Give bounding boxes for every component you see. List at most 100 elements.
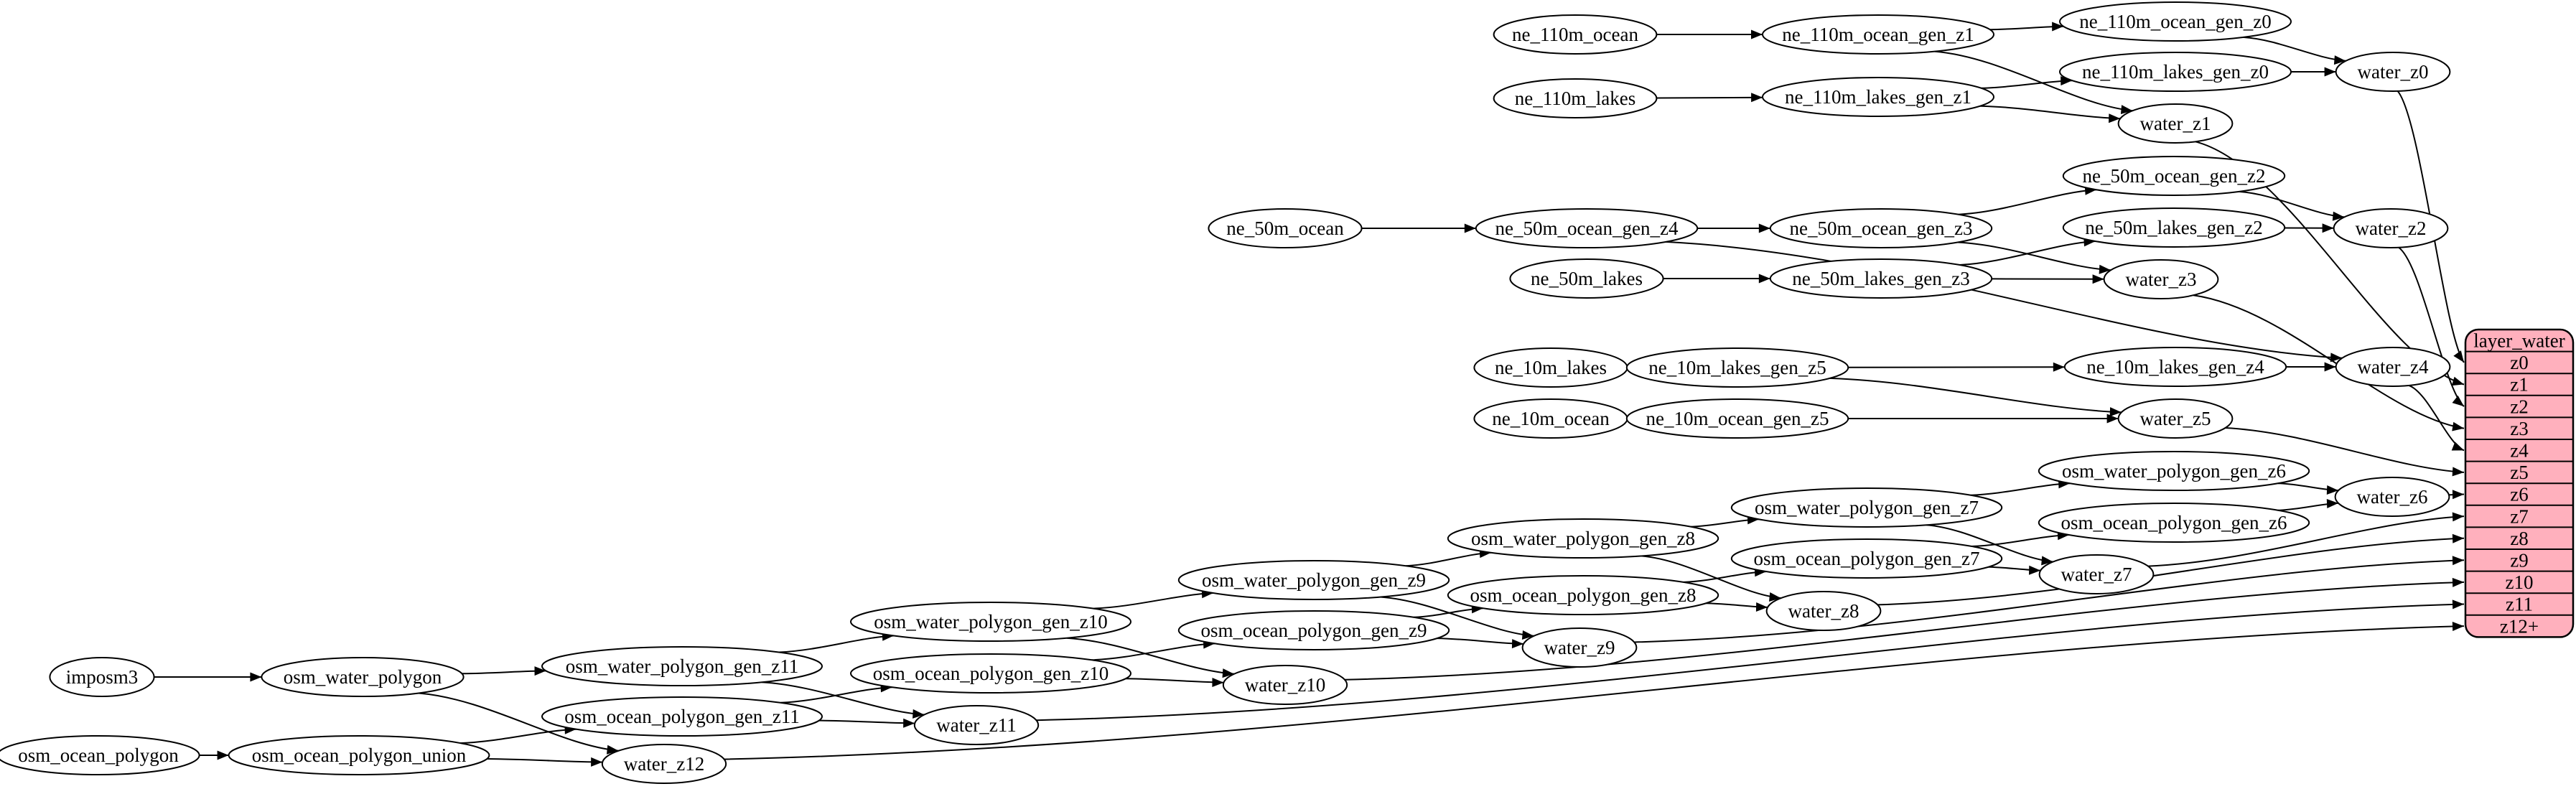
node-label: osm_water_polygon_gen_z10 (874, 611, 1107, 632)
record-row-z0: z0 (2510, 352, 2528, 373)
node-label: ne_10m_ocean (1492, 408, 1610, 429)
arrowhead-icon (2452, 512, 2464, 522)
node-label: water_z1 (2140, 113, 2211, 134)
node-osm_ocean_polygon_gen_z11: osm_ocean_polygon_gen_z11 (541, 696, 823, 737)
arrowhead-icon (2452, 396, 2464, 407)
node-ne_50m_ocean_gen_z2: ne_50m_ocean_gen_z2 (2062, 156, 2286, 196)
node-label: osm_ocean_polygon_union (252, 744, 467, 766)
edge (1405, 551, 1492, 567)
arrowhead-icon (217, 750, 229, 760)
node-osm_ocean_polygon_gen_z9: osm_ocean_polygon_gen_z9 (1177, 610, 1450, 650)
node-imposm3: imposm3 (49, 657, 155, 697)
arrowhead-icon (2322, 223, 2334, 233)
node-ellipse (1769, 208, 1993, 248)
node-water_z8: water_z8 (1765, 591, 1882, 631)
arrowhead-icon (2109, 407, 2122, 417)
node-ellipse (2333, 208, 2449, 248)
node-label: osm_water_polygon_gen_z7 (1755, 497, 1979, 518)
node-label: water_z0 (2358, 61, 2429, 83)
node-label: ne_50m_lakes (1531, 268, 1643, 289)
node-ellipse (2038, 451, 2310, 491)
edge (2225, 427, 2465, 473)
edge (780, 686, 892, 704)
edge (487, 758, 603, 763)
node-ellipse (1447, 575, 1719, 615)
edge (1877, 537, 2465, 606)
edge (724, 625, 2465, 760)
node-label: water_z3 (2126, 269, 2197, 290)
edge (2147, 515, 2465, 567)
arrowhead-icon (2061, 76, 2073, 86)
record-row-z7: z7 (2510, 505, 2528, 527)
node-ellipse (1730, 538, 2003, 579)
edge (1437, 638, 1524, 645)
arrowhead-icon (2330, 353, 2343, 363)
edge (1641, 555, 1781, 599)
edge (1959, 241, 2096, 266)
node-label: osm_water_polygon_gen_z11 (566, 655, 798, 677)
node-label: osm_ocean_polygon_gen_z7 (1754, 548, 1980, 569)
node-ellipse (2063, 347, 2287, 387)
arrowhead-icon (2099, 264, 2111, 274)
node-ne_50m_lakes_gen_z3: ne_50m_lakes_gen_z3 (1769, 258, 1993, 299)
record-row-z11: z11 (2506, 594, 2533, 615)
node-ne_50m_ocean_gen_z4: ne_50m_ocean_gen_z4 (1475, 208, 1699, 248)
node-ellipse (1625, 347, 1849, 388)
node-ellipse (850, 602, 1131, 642)
node-label: osm_water_polygon_gen_z6 (2062, 460, 2286, 482)
node-ellipse (1447, 518, 1719, 559)
node-label: ne_50m_ocean_gen_z3 (1790, 218, 1973, 239)
edge (818, 719, 915, 724)
node-water_z7: water_z7 (2038, 554, 2155, 594)
node-osm_ocean_polygon_gen_z10: osm_ocean_polygon_gen_z10 (850, 653, 1131, 694)
node-osm_water_polygon_gen_z6: osm_water_polygon_gen_z6 (2038, 451, 2310, 491)
node-ellipse (2117, 398, 2234, 439)
node-ellipse (2117, 103, 2234, 144)
node-osm_ocean_polygon_gen_z8: osm_ocean_polygon_gen_z8 (1447, 575, 1719, 615)
arrowhead-icon (1521, 630, 1534, 640)
node-label: ne_110m_lakes_gen_z1 (1785, 86, 1971, 108)
node-ne_110m_lakes_gen_z0: ne_110m_lakes_gen_z0 (2059, 52, 2292, 92)
node-label: water_z9 (1544, 637, 1615, 658)
node-label: osm_water_polygon_gen_z9 (1202, 569, 1426, 591)
node-ellipse (913, 705, 1040, 745)
node-ellipse (261, 657, 465, 697)
node-ne_50m_lakes_gen_z2: ne_50m_lakes_gen_z2 (2062, 207, 2286, 248)
arrowhead-icon (2324, 362, 2336, 372)
edge (1926, 524, 2053, 563)
node-ellipse (1762, 77, 1994, 117)
node-osm_ocean_polygon_union: osm_ocean_polygon_union (228, 735, 490, 775)
node-osm_ocean_polygon_gen_z7: osm_ocean_polygon_gen_z7 (1730, 538, 2003, 579)
node-label: ne_110m_ocean_gen_z1 (1782, 24, 1974, 45)
edge (761, 681, 925, 716)
node-label: ne_10m_lakes (1495, 357, 1607, 378)
node-osm_ocean_polygon_gen_z6: osm_ocean_polygon_gen_z6 (2038, 503, 2310, 543)
node-osm_water_polygon: osm_water_polygon (261, 657, 465, 697)
edge (1665, 241, 2343, 359)
node-label: imposm3 (66, 666, 139, 688)
node-ne_10m_lakes_gen_z5: ne_10m_lakes_gen_z5 (1625, 347, 1849, 388)
node-label: osm_ocean_polygon_gen_z9 (1201, 620, 1427, 641)
arrowhead-icon (1222, 668, 1234, 678)
node-ellipse (1521, 627, 1638, 668)
node-label: ne_110m_lakes (1515, 88, 1635, 109)
edge (1934, 50, 2133, 112)
node-ellipse (2062, 156, 2286, 196)
node-ellipse (2038, 554, 2155, 594)
edge (1970, 482, 2071, 496)
node-water_z11: water_z11 (913, 705, 1040, 745)
node-water_z3: water_z3 (2103, 259, 2219, 299)
edge (1380, 596, 1534, 637)
edge (460, 728, 577, 744)
record-row-z8: z8 (2510, 528, 2528, 549)
edge (1829, 377, 2122, 414)
node-osm_water_polygon_gen_z11: osm_water_polygon_gen_z11 (541, 646, 823, 686)
node-ne_110m_lakes_gen_z1: ne_110m_lakes_gen_z1 (1762, 77, 1994, 117)
node-osm_water_polygon_gen_z7: osm_water_polygon_gen_z7 (1730, 487, 2003, 528)
node-ellipse (1769, 258, 1993, 299)
arrowhead-icon (1212, 678, 1224, 687)
node-ellipse (1509, 258, 1664, 299)
arrowhead-icon (2452, 599, 2464, 610)
arrowhead-icon (2452, 577, 2464, 587)
